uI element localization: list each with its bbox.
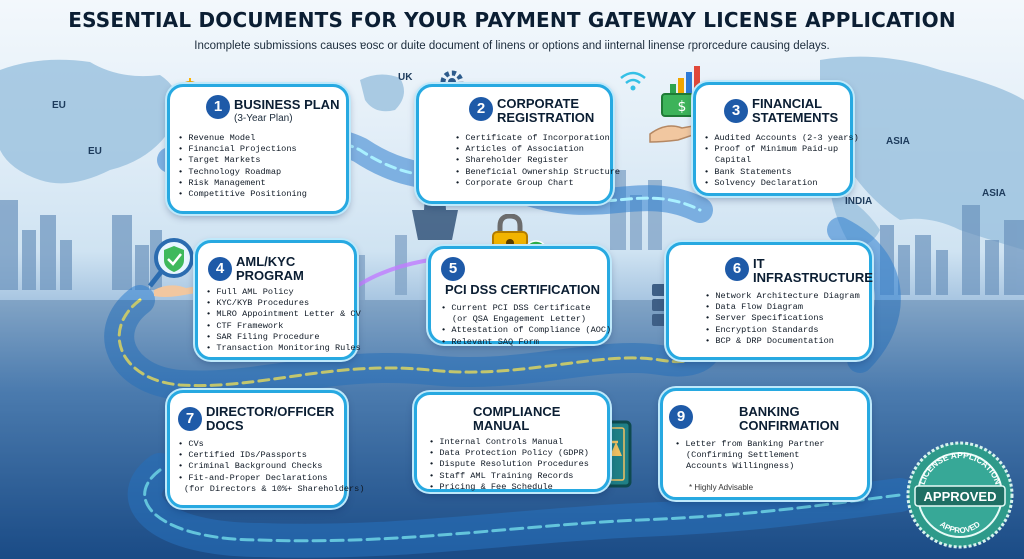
card-title: Banking Confirmation bbox=[739, 404, 840, 433]
list-item: Risk Management bbox=[178, 178, 307, 189]
list-item: Relevant SAQ Form bbox=[441, 337, 611, 348]
map-label-eu: EU bbox=[52, 100, 66, 111]
list-item: Data Flow Diagram bbox=[705, 302, 860, 313]
map-label-india: INDIA bbox=[845, 196, 873, 207]
approved-stamp: LICENSE APPLICATION APPROVED APPROVED bbox=[906, 441, 1014, 549]
document-list: Certificate of Incorporation Articles of… bbox=[455, 133, 620, 189]
card-it-infrastructure[interactable]: 6 IT Infrastructure Network Architecture… bbox=[666, 242, 873, 360]
card-title: Compliance Manual bbox=[473, 404, 561, 433]
list-item: Target Markets bbox=[178, 155, 307, 166]
list-item: Encryption Standards bbox=[705, 325, 860, 336]
list-item: Network Architecture Diagram bbox=[705, 291, 859, 302]
list-item: (Confirming Settlement bbox=[686, 450, 800, 461]
map-label-asia-2: ASIA bbox=[982, 188, 1006, 199]
list-item: Audited Accounts (2-3 years) bbox=[704, 133, 858, 144]
list-item: Fit-and-Proper Declarations bbox=[178, 473, 365, 484]
skyline-left bbox=[0, 200, 162, 290]
svg-text:APPROVED: APPROVED bbox=[938, 520, 982, 536]
list-item: SAR Filing Procedure bbox=[206, 332, 361, 343]
bar-chart-icon bbox=[670, 66, 700, 98]
card-title: Financial Statements bbox=[752, 96, 839, 125]
document-list: Audited Accounts (2-3 years) Proof of Mi… bbox=[704, 133, 859, 189]
svg-text:$: $ bbox=[678, 99, 687, 115]
shield-check-icon bbox=[148, 238, 200, 297]
step-number-badge: 5 bbox=[441, 257, 465, 281]
list-item: Competitive Positioning bbox=[178, 189, 307, 200]
list-item: Dispute Resolution Procedures bbox=[429, 459, 589, 470]
list-item: (or QSA Engagement Letter) bbox=[452, 314, 587, 325]
list-item: Solvency Declaration bbox=[704, 178, 859, 189]
document-list: Network Architecture Diagram Data Flow D… bbox=[705, 291, 860, 347]
list-item: Attestation of Compliance (AOC) bbox=[441, 325, 611, 336]
list-item: Beneficial Ownership Structure bbox=[455, 167, 620, 178]
list-item: Accounts Willingness) bbox=[686, 461, 795, 472]
list-item: Certificate of Incorporation bbox=[455, 133, 620, 144]
card-title: Business Plan bbox=[234, 97, 340, 112]
list-item: Current PCI DSS Certificate bbox=[441, 303, 611, 314]
list-item: Pricing & Fee Schedule bbox=[429, 482, 589, 493]
step-number-badge: 7 bbox=[178, 407, 202, 431]
list-item: (for Directors & 10%+ Shareholders) bbox=[184, 483, 365, 494]
step-number-badge: 9 bbox=[669, 405, 693, 429]
card-title: PCI DSS Certification bbox=[445, 282, 601, 297]
map-label-eu-2: EU bbox=[88, 146, 102, 157]
card-corporate-registration[interactable]: 2 Corporate Registration Certificate of … bbox=[416, 84, 620, 204]
list-item: Revenue Model bbox=[178, 133, 307, 144]
list-item: Technology Roadmap bbox=[178, 167, 307, 178]
list-item: BCP & DRP Documentation bbox=[705, 336, 860, 347]
step-number-badge: 3 bbox=[724, 99, 748, 123]
list-item: Shareholder Register bbox=[455, 155, 620, 166]
document-list: Current PCI DSS Certificate (or QSA Enga… bbox=[441, 303, 611, 348]
card-note: * Highly Advisable bbox=[689, 483, 754, 492]
step-number-badge: 1 bbox=[206, 95, 230, 119]
step-number-badge: 6 bbox=[725, 257, 749, 281]
stamp-bottom-text: APPROVED bbox=[938, 520, 982, 536]
list-item: CVs bbox=[178, 439, 365, 450]
list-item: MLRO Appointment Letter & CV bbox=[206, 309, 360, 320]
list-item: Capital bbox=[715, 155, 752, 166]
list-item: Proof of Minimum Paid-up bbox=[704, 144, 859, 155]
map-label-uk: UK bbox=[398, 72, 413, 83]
page-subtitle: Incomplete submissions causes ɐosc or du… bbox=[194, 40, 830, 52]
list-item: KYC/KYB Procedures bbox=[206, 298, 361, 309]
document-list: CVs Certified IDs/Passports Criminal Bac… bbox=[178, 439, 365, 495]
card-aml-kyc-program[interactable]: 4 AML/KYC Program Full AML Policy KYC/KY… bbox=[195, 240, 361, 360]
list-item: Server Specifications bbox=[705, 313, 860, 324]
card-banking-confirmation[interactable]: 9 Banking Confirmation Letter from Banki… bbox=[660, 388, 870, 500]
card-subtitle: (3-Year Plan) bbox=[234, 113, 293, 124]
step-number-badge: 2 bbox=[469, 97, 493, 121]
list-item: Data Protection Policy (GDPR) bbox=[429, 448, 589, 459]
document-list: Internal Controls Manual Data Protection… bbox=[429, 437, 589, 493]
list-item: Criminal Background Checks bbox=[178, 461, 365, 472]
document-list: Full AML Policy KYC/KYB Procedures MLRO … bbox=[206, 287, 361, 354]
list-item: Transaction Monitoring Rules bbox=[206, 343, 360, 354]
card-title: Director/Officer Docs bbox=[206, 404, 335, 433]
card-director-officer-docs[interactable]: 7 Director/Officer Docs CVs Certified ID… bbox=[167, 390, 365, 508]
list-item: Financial Projections bbox=[178, 144, 307, 155]
wifi-icon bbox=[620, 71, 646, 91]
step-number-badge: 4 bbox=[208, 257, 232, 281]
list-item: Staff AML Training Records bbox=[429, 471, 589, 482]
card-business-plan[interactable]: 1 Business Plan (3-Year Plan) Revenue Mo… bbox=[167, 84, 349, 214]
card-compliance-manual[interactable]: Compliance Manual Internal Controls Manu… bbox=[414, 392, 610, 492]
world-map bbox=[0, 56, 1024, 250]
list-item: Internal Controls Manual bbox=[429, 437, 589, 448]
list-item: Bank Statements bbox=[704, 167, 859, 178]
list-item: Certified IDs/Passports bbox=[178, 450, 365, 461]
page-title: ESSENTIAL DOCUMENTS FOR YOUR PAYMENT GAT… bbox=[68, 8, 956, 32]
stamp-main-text: APPROVED bbox=[924, 489, 997, 504]
card-title: Corporate Registration bbox=[497, 96, 595, 125]
card-financial-statements[interactable]: 3 Financial Statements Audited Accounts … bbox=[693, 82, 859, 196]
list-item: Letter from Banking Partner bbox=[675, 439, 824, 450]
document-list: Letter from Banking Partner (Confirming … bbox=[675, 439, 824, 473]
list-item: Full AML Policy bbox=[206, 287, 361, 298]
card-title: IT Infrastructure bbox=[753, 256, 873, 285]
list-item: Articles of Association bbox=[455, 144, 620, 155]
card-pci-dss-certification[interactable]: 5 PCI DSS Certification Current PCI DSS … bbox=[428, 246, 611, 347]
list-item: CTF Framework bbox=[206, 321, 361, 332]
card-title: AML/KYC Program bbox=[236, 254, 304, 283]
document-list: Revenue Model Financial Projections Targ… bbox=[178, 133, 307, 200]
map-label-asia: ASIA bbox=[886, 136, 910, 147]
list-item: Corporate Group Chart bbox=[455, 178, 620, 189]
